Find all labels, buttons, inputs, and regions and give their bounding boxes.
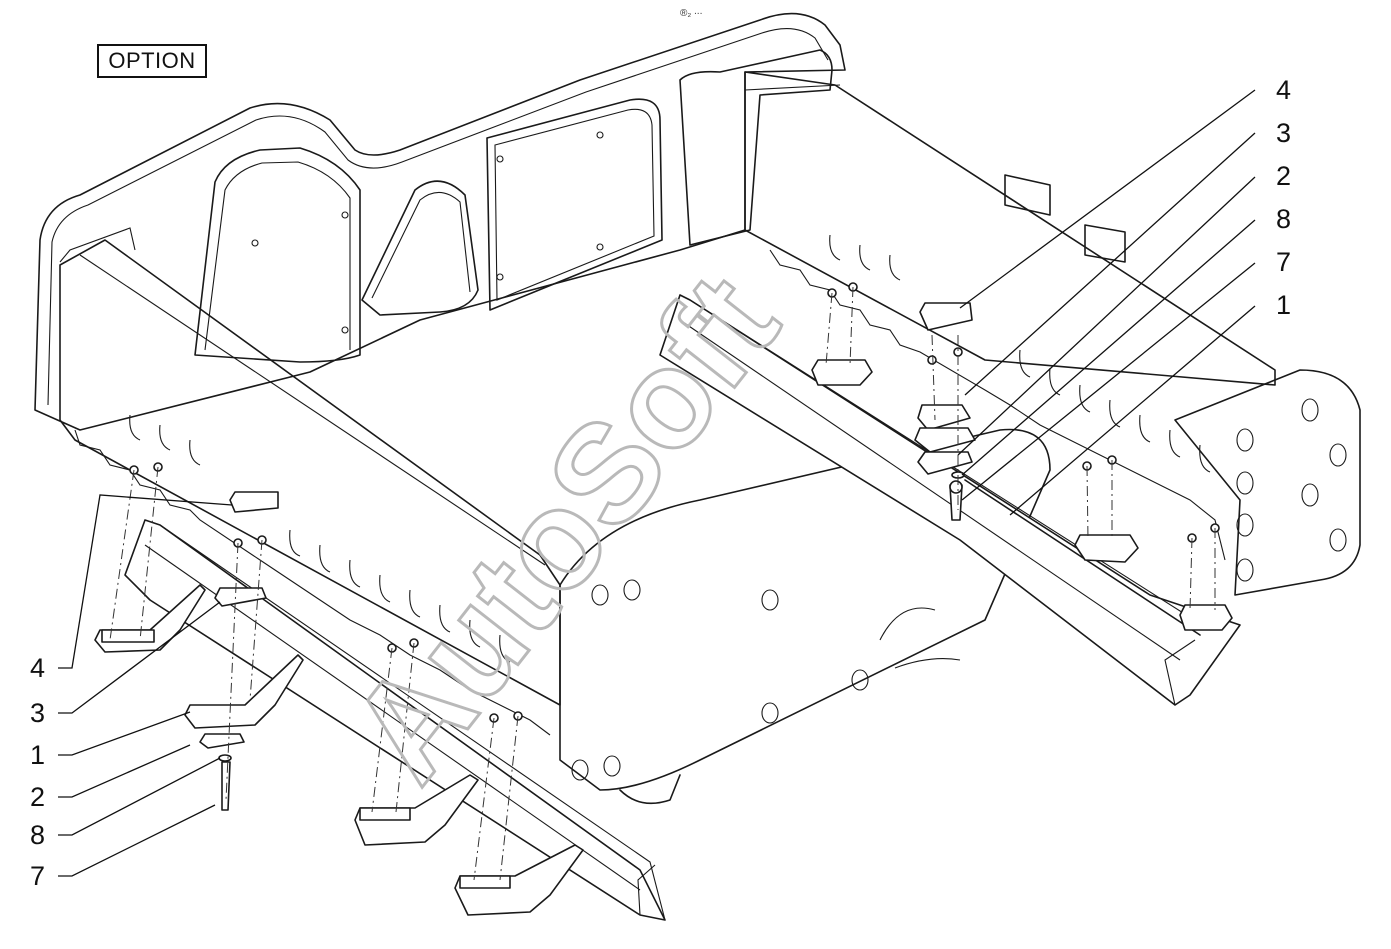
clamp-block <box>214 302 976 607</box>
assembly-centerlines <box>109 286 1216 881</box>
bucket <box>34 12 1361 805</box>
callout-right-5: 7 <box>1276 247 1291 277</box>
callout-left-4: 2 <box>30 782 45 812</box>
callout-right-4: 8 <box>1276 204 1291 234</box>
callout-right-6: 1 <box>1276 290 1291 320</box>
callout-left-1: 4 <box>30 653 45 683</box>
ripper-tooth <box>94 359 1233 916</box>
watermark: AutoSoft <box>320 246 808 808</box>
bucket-back-contour <box>34 12 846 431</box>
callout-left-5: 8 <box>30 820 45 850</box>
callout-left-6: 7 <box>30 861 45 891</box>
callout-right-2: 3 <box>1276 118 1291 148</box>
callout-left-2: 3 <box>30 698 45 728</box>
option-label: OPTION <box>97 44 207 78</box>
callout-right-1: 4 <box>1276 75 1291 105</box>
callout-right-3: 2 <box>1276 161 1291 191</box>
callout-left-3: 1 <box>30 740 45 770</box>
callouts-left: 4 3 1 2 8 7 <box>30 494 233 891</box>
callouts-right: 4 3 2 8 7 1 <box>957 75 1291 516</box>
header-mark: ®₂ ∙∙∙ <box>680 8 702 19</box>
